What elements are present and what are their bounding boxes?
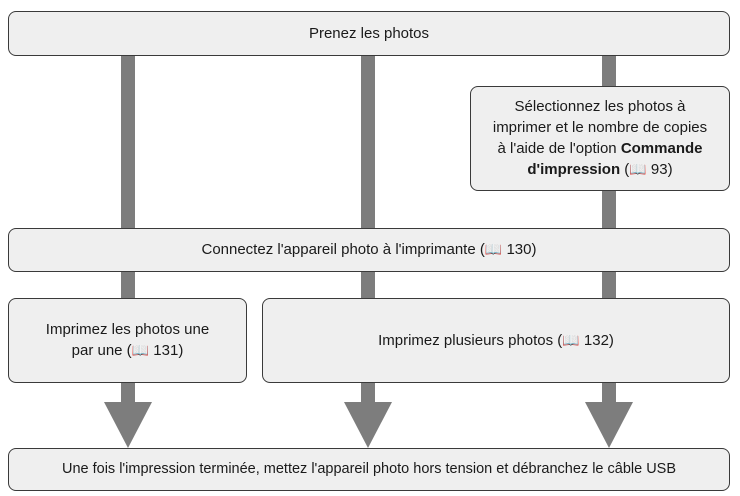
option-name-impression: d'impression — [527, 161, 621, 178]
step-select-photos: Sélectionnez les photos à imprimer et le… — [470, 86, 730, 191]
flow-stem-left-3 — [121, 383, 135, 402]
step-take-photos-text: Prenez les photos — [308, 25, 430, 42]
step-take-photos: Prenez les photos — [8, 11, 730, 56]
step-finish: Une fois l'impression terminée, mettez l… — [8, 448, 730, 491]
print-one-page-ref: 131) — [149, 342, 184, 359]
print-one-line-1: Imprimez les photos une — [45, 321, 210, 338]
book-icon: 📖 — [629, 162, 647, 178]
finish-text: Une fois l'impression terminée, mettez l… — [61, 461, 677, 477]
arrow-head-right — [585, 402, 633, 448]
select-line-1: Sélectionnez les photos à — [514, 98, 686, 115]
select-ref-open: ( — [620, 161, 630, 178]
select-page-ref: 93) — [646, 161, 673, 178]
step-connect-printer: Connectez l'appareil photo à l'imprimant… — [8, 228, 730, 272]
print-one-line-2: par une ( — [71, 342, 132, 359]
flow-stem-left-1 — [121, 56, 135, 228]
arrow-head-left — [104, 402, 152, 448]
connect-page-ref: 130) — [502, 241, 537, 258]
connect-text: Connectez l'appareil photo à l'imprimant… — [201, 241, 485, 258]
print-multi-page-ref: 132) — [579, 331, 614, 349]
arrow-head-mid — [344, 402, 392, 448]
step-print-multiple: Imprimez plusieurs photos (📖 132) — [262, 298, 730, 383]
flow-stem-right-1 — [602, 56, 616, 86]
flow-stem-right-2 — [602, 191, 616, 228]
flow-stem-left-2 — [121, 272, 135, 298]
flow-stem-mid-1 — [361, 56, 375, 228]
select-line-3: à l'aide de l'option — [497, 140, 621, 157]
print-multi-text: Imprimez plusieurs photos ( — [378, 331, 563, 349]
step-print-one-by-one: Imprimez les photos une par une (📖 131) — [8, 298, 247, 383]
book-icon: 📖 — [484, 242, 503, 258]
book-icon: 📖 — [131, 343, 150, 359]
select-line-2: imprimer et le nombre de copies — [492, 119, 708, 136]
book-icon: 📖 — [562, 332, 580, 349]
option-name-commande: Commande — [620, 140, 703, 157]
